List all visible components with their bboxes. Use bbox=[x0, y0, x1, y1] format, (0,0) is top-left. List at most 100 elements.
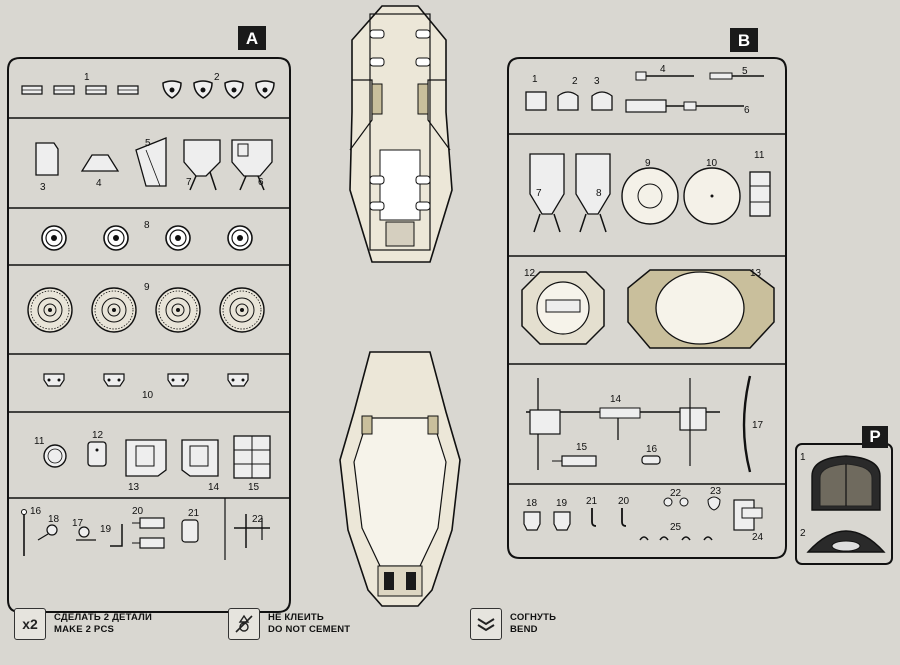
label-a8: 8 bbox=[144, 220, 150, 231]
sprue-p: P 1 2 bbox=[795, 426, 893, 565]
label-a19: 19 bbox=[100, 524, 112, 535]
label-b25: 25 bbox=[670, 522, 682, 533]
part-a18 bbox=[37, 524, 58, 541]
label-a18: 18 bbox=[48, 514, 60, 525]
legend-symbol-x2: x2 bbox=[14, 608, 46, 640]
part-b4 bbox=[635, 71, 694, 81]
label-b5: 5 bbox=[742, 66, 748, 77]
part-a20 bbox=[132, 517, 165, 549]
part-b21 bbox=[591, 508, 597, 527]
label-a5: 5 bbox=[145, 138, 151, 149]
hull-top-view bbox=[349, 5, 453, 263]
sprue-b: B 1 2 3 4 5 6 bbox=[507, 28, 787, 559]
sprue-b-letter: B bbox=[738, 31, 750, 50]
label-p2: 2 bbox=[800, 528, 806, 539]
legend-bend-ru: СОГНУТЬ bbox=[510, 612, 557, 623]
label-b18: 18 bbox=[526, 498, 538, 509]
legend-make-two: x2 СДЕЛАТЬ 2 ДЕТАЛИ MAKE 2 PCS bbox=[14, 604, 152, 644]
sprue-b-badge: B bbox=[730, 28, 758, 52]
label-a20: 20 bbox=[132, 506, 144, 517]
label-b1: 1 bbox=[532, 74, 538, 85]
part-a4 bbox=[80, 154, 120, 172]
legend-bend-en: BEND bbox=[510, 624, 538, 635]
part-b2 bbox=[557, 91, 579, 111]
sprue-p-badge: P bbox=[862, 426, 888, 448]
part-b13 bbox=[627, 269, 775, 349]
bend-icon bbox=[470, 608, 502, 640]
label-a10: 10 bbox=[142, 390, 154, 401]
label-b14: 14 bbox=[610, 394, 622, 405]
sprue-a-letter: A bbox=[246, 29, 258, 48]
part-b10 bbox=[683, 167, 741, 225]
part-b24 bbox=[733, 499, 763, 531]
legend-do-not-cement-ru: НЕ КЛЕИТЬ bbox=[268, 612, 324, 623]
label-a12: 12 bbox=[92, 430, 104, 441]
part-a2-shields bbox=[162, 80, 275, 99]
label-b17: 17 bbox=[752, 420, 764, 431]
sprue-p-letter: P bbox=[869, 427, 880, 446]
label-a13: 13 bbox=[128, 482, 140, 493]
part-b1 bbox=[525, 91, 547, 111]
part-b19 bbox=[553, 511, 571, 531]
part-p1 bbox=[811, 455, 881, 511]
label-a11: 11 bbox=[34, 436, 45, 447]
part-a3 bbox=[35, 142, 59, 176]
part-a11 bbox=[43, 444, 67, 468]
label-a14: 14 bbox=[208, 482, 220, 493]
label-a2: 2 bbox=[214, 72, 220, 83]
label-b6: 6 bbox=[744, 105, 750, 116]
label-b19: 19 bbox=[556, 498, 568, 509]
part-b5 bbox=[709, 72, 764, 80]
part-b20 bbox=[621, 508, 627, 527]
legend-do-not-cement: НЕ КЛЕИТЬ DO NOT CEMENT bbox=[228, 604, 350, 644]
part-b14 bbox=[526, 378, 720, 470]
part-b6 bbox=[625, 99, 744, 113]
label-a6: 6 bbox=[258, 177, 264, 188]
label-b10: 10 bbox=[706, 158, 718, 169]
legend-do-not-cement-en: DO NOT CEMENT bbox=[268, 624, 351, 635]
part-a15 bbox=[233, 435, 271, 479]
part-p2 bbox=[806, 530, 886, 553]
label-a1: 1 bbox=[84, 72, 90, 83]
part-b12 bbox=[521, 271, 605, 345]
part-a22 bbox=[234, 514, 270, 548]
label-a17: 17 bbox=[72, 518, 84, 529]
part-b11 bbox=[749, 171, 771, 217]
part-a14 bbox=[181, 439, 219, 477]
label-b2: 2 bbox=[572, 76, 578, 87]
legend-bend: СОГНУТЬ BEND bbox=[470, 604, 556, 644]
part-b17 bbox=[742, 375, 752, 473]
label-a3: 3 bbox=[40, 182, 46, 193]
label-b16: 16 bbox=[646, 444, 658, 455]
label-b23: 23 bbox=[710, 486, 722, 497]
part-a7 bbox=[183, 139, 221, 191]
label-b13: 13 bbox=[750, 268, 762, 279]
label-b22: 22 bbox=[670, 488, 682, 499]
label-b12: 12 bbox=[524, 268, 536, 279]
label-a21: 21 bbox=[188, 508, 200, 519]
part-b8 bbox=[575, 153, 611, 233]
part-a1-links bbox=[21, 85, 139, 95]
part-a5 bbox=[135, 137, 167, 187]
part-b7 bbox=[529, 153, 565, 233]
label-b20: 20 bbox=[618, 496, 630, 507]
label-a16: 16 bbox=[30, 506, 42, 517]
part-a9-wheels bbox=[27, 287, 265, 333]
label-b11: 11 bbox=[754, 150, 765, 161]
label-b15: 15 bbox=[576, 442, 588, 453]
glue-crossed-icon bbox=[228, 608, 260, 640]
label-a9: 9 bbox=[144, 282, 150, 293]
hull-underside-view bbox=[339, 351, 461, 607]
part-a17 bbox=[76, 526, 96, 541]
label-a7: 7 bbox=[186, 177, 192, 188]
legend-make-two-en: MAKE 2 PCS bbox=[54, 624, 115, 635]
part-a16 bbox=[21, 509, 27, 556]
part-a6 bbox=[231, 139, 273, 191]
part-b23 bbox=[707, 496, 721, 511]
part-b22 bbox=[663, 497, 689, 507]
label-b4: 4 bbox=[660, 64, 666, 75]
label-a22: 22 bbox=[252, 514, 264, 525]
part-b9 bbox=[621, 167, 679, 225]
label-b9: 9 bbox=[645, 158, 651, 169]
